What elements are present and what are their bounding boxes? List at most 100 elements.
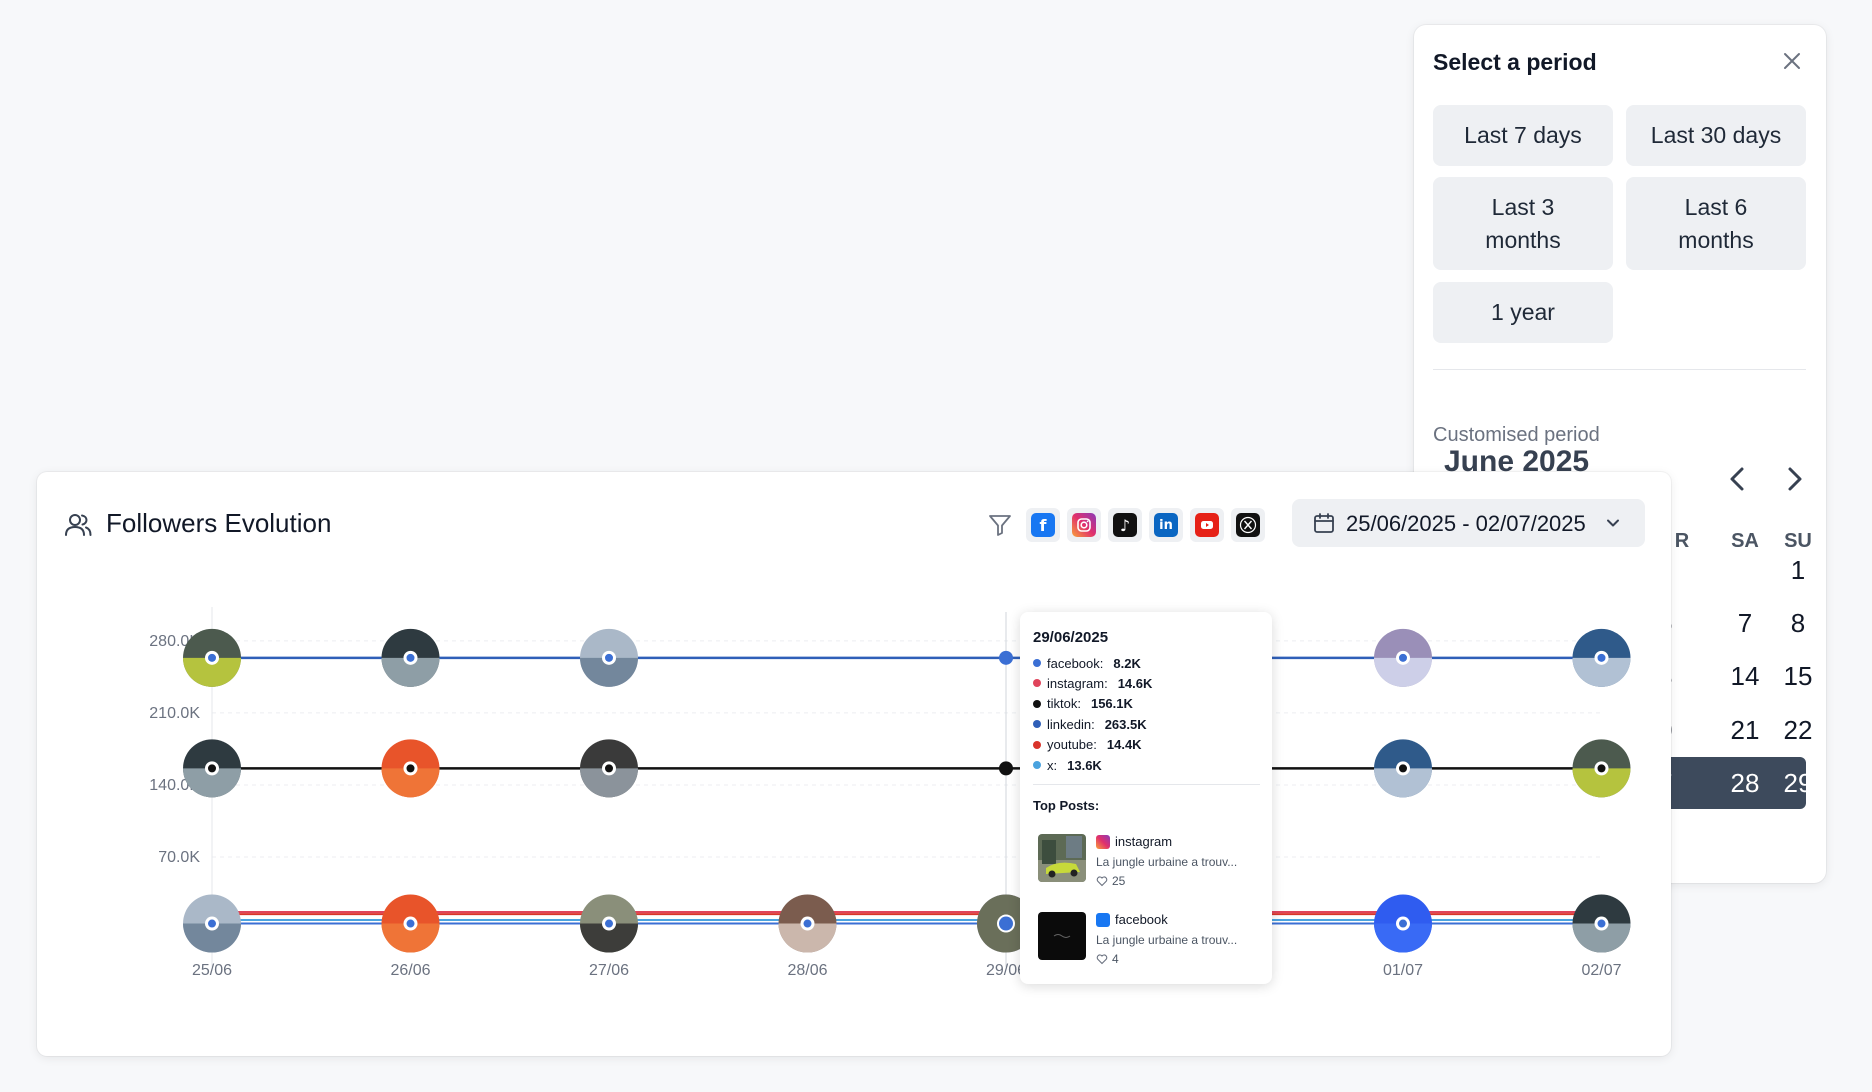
heart-icon [1096,876,1108,887]
top-post-item[interactable]: facebook La jungle urbaine a trouv... 4 [1038,912,1266,972]
post-avatar-shade [580,768,638,798]
post-text: La jungle urbaine a trouv... [1096,855,1238,869]
x-tick-label: 28/06 [787,962,827,979]
tooltip-series-label: x: [1047,757,1058,773]
calendar-day[interactable]: 1 [1790,554,1806,585]
post-avatar-shade [1374,768,1432,798]
post-avatar-shade [778,923,837,953]
filter-tiktok[interactable]: ♪ [1108,508,1142,542]
data-point [605,764,613,773]
close-icon[interactable] [1778,47,1806,75]
heart-icon [1096,954,1108,965]
linkedin-icon: in [1154,513,1178,537]
post-likes: 25 [1112,874,1126,888]
calendar-day[interactable]: 8 [1790,607,1806,638]
tooltip-series-value: 14.6K [1117,675,1153,691]
series-dot [1033,659,1041,667]
preset-last-7-days[interactable]: Last 7 days [1433,105,1613,166]
filter-x[interactable] [1231,508,1265,542]
data-point [406,919,415,928]
tooltip-series-label: linkedin: [1047,716,1095,732]
divider [1033,784,1260,785]
y-tick-label: 210.0K [149,705,200,722]
post-avatar-shade [1572,657,1631,687]
post-avatar-shade [1572,768,1631,798]
calendar-day[interactable]: 7 [1737,607,1753,638]
post-avatar-shade [381,657,440,687]
post-avatar-shade [580,657,638,687]
chevron-right-icon[interactable] [1776,461,1812,497]
calendar-day[interactable]: 14 [1730,660,1760,691]
data-point [1597,764,1606,773]
tooltip-row: linkedin: 263.5K [1033,716,1147,732]
data-point [208,764,216,773]
tooltip-series-value: 13.6K [1067,757,1102,773]
weekday-header-fr: R [1674,530,1690,552]
data-point [803,919,812,928]
data-point [1399,764,1407,773]
x-tick-label: 26/06 [390,962,430,979]
post-thumbnail [1038,912,1086,960]
tooltip-series-label: tiktok: [1047,696,1081,712]
card-title: Followers Evolution [106,508,332,538]
preset-last-3-months[interactable]: Last 3 months [1433,177,1613,270]
calendar-day[interactable]: 15 [1783,660,1813,691]
series-dot [1033,699,1041,708]
calendar-day[interactable]: 22 [1783,714,1813,745]
active-point-linkedin [999,650,1013,665]
data-point [605,653,613,662]
followers-evolution-card: Followers Evolution f ♪ in 25/06/2025 - … [37,472,1671,1056]
post-avatar-shade [183,657,241,687]
instagram-icon [1096,834,1110,849]
data-point [208,919,216,928]
calendar-day-selected[interactable]: 29 [1783,767,1813,798]
preset-1-year[interactable]: 1 year [1433,282,1613,343]
post-avatar-shade [1374,657,1432,687]
top-posts-label: Top Posts: [1033,798,1100,813]
filter-instagram[interactable] [1067,508,1101,542]
custom-period-label: Customised period [1433,424,1600,446]
tooltip-series-value: 156.1K [1090,696,1133,712]
calendar-selected-range [1664,757,1806,809]
tooltip-row: instagram:14.6K [1033,675,1152,691]
tooltip-date: 29/06/2025 [1033,629,1109,646]
users-icon [65,514,92,536]
data-point [406,764,415,773]
x-tick-label: 01/07 [1383,962,1423,979]
chart-tooltip: 29/06/2025 facebook:8.2K instagram:14.6K t… [1020,612,1272,984]
calendar-day-selected[interactable]: 28 [1730,767,1760,798]
data-point [1597,919,1606,928]
post-likes: 4 [1112,952,1119,966]
active-point-tiktok [999,761,1013,776]
x-tick-label: 02/07 [1581,962,1621,979]
date-range-selector[interactable]: 25/06/2025 - 02/07/2025 [1292,499,1645,547]
post-avatar-shade [1374,923,1432,953]
preset-last-6-months[interactable]: Last 6 months [1626,177,1806,270]
preset-last-30-days[interactable]: Last 30 days [1626,105,1806,166]
series-dot [1033,679,1041,688]
chevron-left-icon[interactable] [1720,461,1756,497]
facebook-icon: f [1031,513,1055,537]
y-tick-label: 70.0K [158,849,200,866]
chevron-down-icon [1607,519,1619,527]
top-post-item[interactable]: instagram La jungle urbaine a trouv... 2… [1038,834,1266,894]
post-platform: facebook [1115,912,1168,927]
data-point [1399,653,1407,662]
tooltip-series-value: 263.5K [1104,716,1147,732]
filter-linkedin[interactable]: in [1149,508,1183,542]
tooltip-row: facebook:8.2K [1033,655,1141,671]
filter-icon[interactable] [987,512,1013,538]
post-avatar-shade [381,768,440,798]
post-platform: instagram [1115,834,1173,849]
calendar-day[interactable]: 21 [1730,714,1760,745]
filter-youtube[interactable] [1190,508,1224,542]
filter-facebook[interactable]: f [1026,508,1060,542]
weekday-header-sa: SA [1731,530,1759,552]
tooltip-row: tiktok: 156.1K [1033,696,1133,712]
x-tick-label: 29/06 [986,962,1026,979]
tooltip-series-value: 14.4K [1106,737,1142,753]
post-avatar-shade [183,923,241,953]
x-icon [1236,513,1260,537]
data-point [208,653,216,662]
